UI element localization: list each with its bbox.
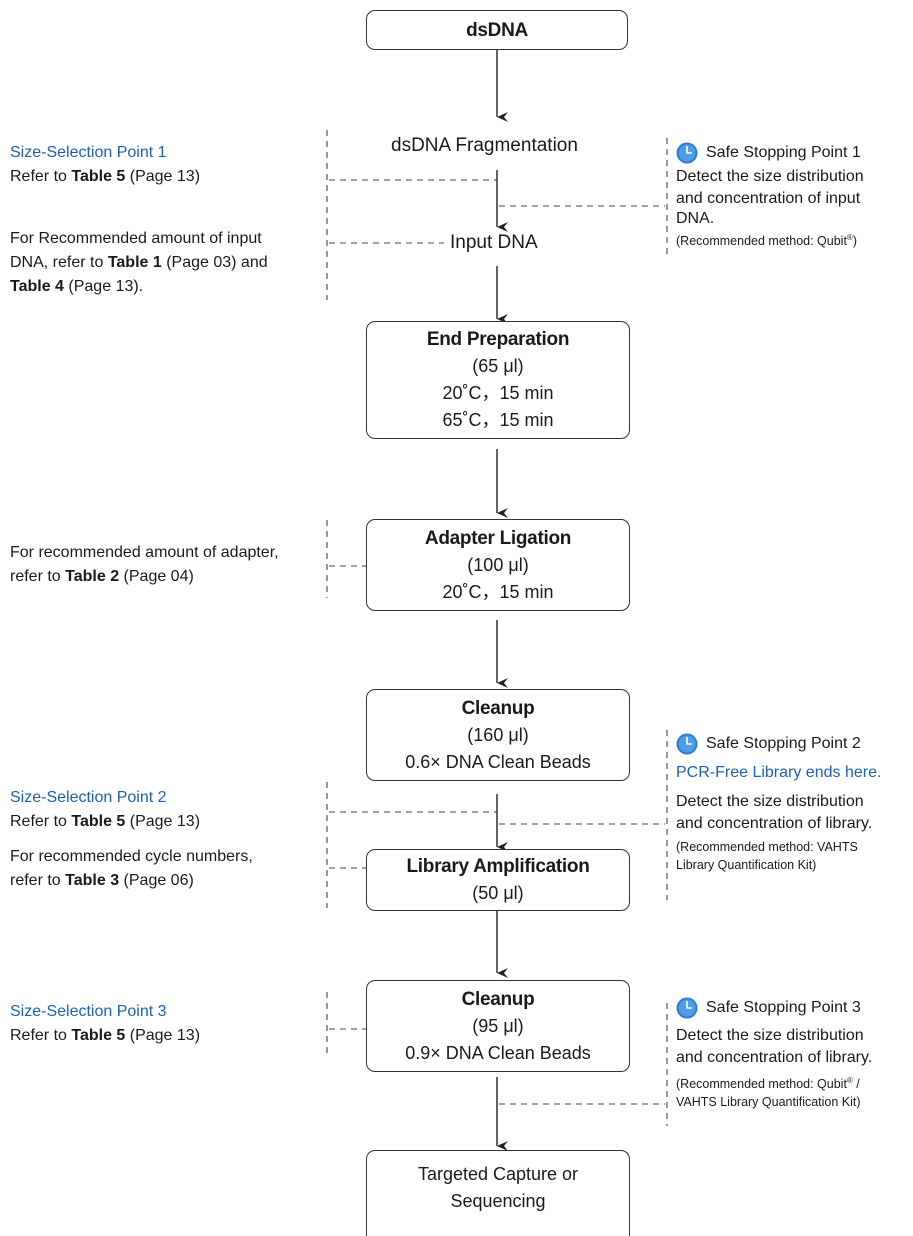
step-dsdna: dsDNA xyxy=(366,10,628,50)
step-library-amplification: Library Amplification (50 μl) xyxy=(366,849,630,911)
clock-icon xyxy=(676,142,698,164)
safe-stop-2: Safe Stopping Point 2 PCR-Free Library e… xyxy=(676,732,881,874)
method-sep: / xyxy=(852,1077,860,1092)
method-close: ) xyxy=(852,234,857,249)
table-ref: Table 4 xyxy=(10,278,64,295)
safe-stop-1-title: Safe Stopping Point 1 xyxy=(706,144,861,161)
adapter-amount-note: For recommended amount of adapter, refer… xyxy=(10,541,279,589)
step-adapter-ligation: Adapter Ligation (100 μl) 20˚C，15 min xyxy=(366,519,630,611)
size-selection-2-title: Size-Selection Point 2 xyxy=(10,789,167,806)
safe-stop-3-line-1: Detect the size distribution xyxy=(676,1027,864,1044)
cleanup2-beads: 0.9× DNA Clean Beads xyxy=(405,1042,591,1063)
cleanup2-volume: (95 μl) xyxy=(472,1015,524,1036)
cleanup1-beads: 0.6× DNA Clean Beads xyxy=(405,751,591,772)
end-prep-volume: (65 μl) xyxy=(472,356,524,376)
cleanup1-title: Cleanup xyxy=(461,697,535,719)
input-note-line-1: For Recommended amount of input xyxy=(10,230,262,247)
ref-text: refer to xyxy=(10,872,66,889)
end-prep-temp-1: 20˚C，15 min xyxy=(442,383,554,403)
step-input-dna: Input DNA xyxy=(450,232,538,253)
safe-stop-3-method-2: VAHTS Library Quantification Kit) xyxy=(676,1095,861,1110)
cycle-number-note: For recommended cycle numbers, refer to … xyxy=(10,845,253,893)
safe-stop-3: Safe Stopping Point 3 Detect the size di… xyxy=(676,996,872,1111)
input-amount-note: For Recommended amount of input DNA, ref… xyxy=(10,227,268,299)
page-ref: (Page 04) xyxy=(119,568,194,585)
amplification-volume: (50 μl) xyxy=(472,883,524,903)
method-text: (Recommended method: Qubit xyxy=(676,1077,847,1092)
clock-icon xyxy=(676,997,698,1019)
table-ref: Table 1 xyxy=(107,254,162,271)
adapter-volume: (100 μl) xyxy=(467,554,529,575)
safe-stop-1-line-3: DNA. xyxy=(676,210,715,227)
page-ref: (Page 13) xyxy=(125,1027,201,1044)
safe-stop-1-line-2: and concentration of input xyxy=(676,190,861,207)
safe-stop-1-method: (Recommended method: Qubit®) xyxy=(676,229,864,250)
step-final: Targeted Capture or Sequencing xyxy=(366,1150,630,1236)
size-selection-3-title: Size-Selection Point 3 xyxy=(10,1003,167,1020)
step-cleanup-2: Cleanup (95 μl) 0.9× DNA Clean Beads xyxy=(366,980,630,1072)
cycle-note-line-1: For recommended cycle numbers, xyxy=(10,848,253,865)
ref-text: refer to xyxy=(10,568,66,585)
table-ref: Table 3 xyxy=(65,872,120,889)
size-selection-note-2: Size-Selection Point 2 Refer to Table 5 … xyxy=(10,786,200,834)
adapter-title: Adapter Ligation xyxy=(424,527,572,549)
page-ref: (Page 13) xyxy=(125,813,201,830)
registered-mark: ® xyxy=(846,1076,853,1085)
table-ref: Table 5 xyxy=(71,1027,126,1044)
size-selection-note-3: Size-Selection Point 3 Refer to Table 5 … xyxy=(10,1000,200,1048)
end-prep-temp-2: 65˚C，15 min xyxy=(442,410,554,430)
pcr-free-note: PCR-Free Library ends here. xyxy=(676,764,882,781)
method-text: (Recommended method: Qubit xyxy=(676,234,847,249)
clock-icon xyxy=(676,733,698,755)
safe-stop-2-method-1: (Recommended method: VAHTS xyxy=(676,840,858,854)
page-ref: (Page 06) xyxy=(119,872,194,889)
ref-text: Refer to xyxy=(10,1027,72,1044)
table-ref: Table 5 xyxy=(71,168,126,185)
step-cleanup-1: Cleanup (160 μl) 0.6× DNA Clean Beads xyxy=(366,689,630,781)
cleanup2-title: Cleanup xyxy=(461,988,535,1010)
safe-stop-3-line-2: and concentration of library. xyxy=(676,1049,873,1066)
registered-mark: ® xyxy=(846,233,853,242)
safe-stop-2-line-1: Detect the size distribution xyxy=(676,793,864,810)
size-selection-1-title: Size-Selection Point 1 xyxy=(10,144,167,161)
adapter-temp: 20˚C，15 min xyxy=(442,581,554,602)
safe-stop-3-method-1: (Recommended method: Qubit® / xyxy=(676,1072,872,1093)
table-ref: Table 2 xyxy=(65,568,120,585)
size-selection-note-1: Size-Selection Point 1 Refer to Table 5 … xyxy=(10,141,200,189)
final-line-2: Sequencing xyxy=(450,1191,546,1211)
safe-stop-2-title: Safe Stopping Point 2 xyxy=(706,735,861,752)
safe-stop-2-method-2: Library Quantification Kit) xyxy=(676,858,817,872)
ref-text: Refer to xyxy=(10,168,72,185)
page-ref: (Page 03) and xyxy=(161,254,268,271)
safe-stop-1: Safe Stopping Point 1 Detect the size di… xyxy=(676,141,864,250)
end-prep-title: End Preparation xyxy=(426,329,570,350)
page-ref: (Page 13) xyxy=(125,168,201,185)
safe-stop-3-title: Safe Stopping Point 3 xyxy=(706,999,861,1016)
step-end-preparation: End Preparation (65 μl) 20˚C，15 min 65˚C… xyxy=(366,321,630,439)
table-ref: Table 5 xyxy=(71,813,126,830)
step-fragmentation: dsDNA Fragmentation xyxy=(391,135,578,156)
safe-stop-2-line-2: and concentration of library. xyxy=(676,815,873,832)
ref-text: Refer to xyxy=(10,813,72,830)
amplification-title: Library Amplification xyxy=(406,856,590,877)
adapter-note-line-1: For recommended amount of adapter, xyxy=(10,544,279,561)
input-note-line-2: DNA, refer to xyxy=(10,254,108,271)
page-ref: (Page 13). xyxy=(63,278,144,295)
cleanup1-volume: (160 μl) xyxy=(467,724,529,745)
safe-stop-1-line-1: Detect the size distribution xyxy=(676,168,864,185)
step-dsdna-label: dsDNA xyxy=(466,19,528,41)
final-line-1: Targeted Capture or xyxy=(417,1164,579,1184)
